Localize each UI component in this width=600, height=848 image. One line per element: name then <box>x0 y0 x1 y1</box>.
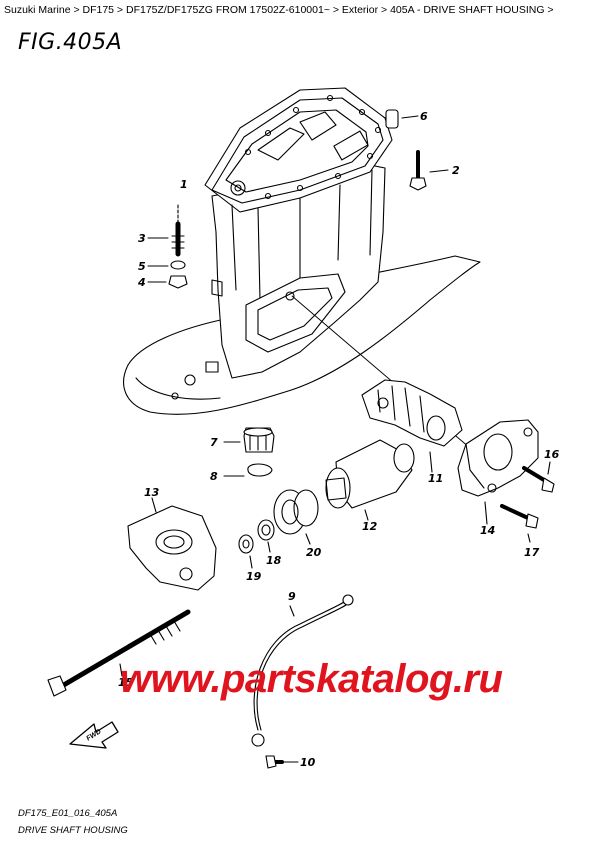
figure-title: FIG.405A <box>18 30 123 55</box>
callout-16: 16 <box>544 448 560 461</box>
breadcrumb-item-variant[interactable]: DF175Z/DF175ZG FROM 17502Z-610001~ <box>125 4 330 16</box>
part-bolt-17 <box>500 504 539 543</box>
part-long-bolt <box>47 609 191 697</box>
part-dowel-pin <box>385 109 419 129</box>
callout-18: 18 <box>266 554 282 567</box>
callout-3: 3 <box>138 232 146 245</box>
callout-4: 4 <box>137 276 146 289</box>
callout-8: 8 <box>210 470 218 483</box>
part-mount-bracket <box>457 419 539 525</box>
callout-2: 2 <box>452 164 460 177</box>
watermark-text: www.partskatalog.ru <box>120 657 503 701</box>
callout-10: 10 <box>300 756 316 769</box>
part-rubber-mount <box>361 379 463 473</box>
part-grommet <box>273 489 319 545</box>
callout-1: 1 <box>180 178 188 191</box>
part-bolt-2 <box>409 150 449 191</box>
breadcrumb-item-brand[interactable]: Suzuki Marine <box>4 4 71 16</box>
breadcrumb-item-model[interactable]: DF175 <box>82 4 115 16</box>
part-drive-shaft-housing <box>123 87 481 415</box>
figure-code: DF175_E01_016_405A <box>18 808 118 819</box>
part-ground-cable <box>251 594 354 747</box>
callout-15: 15 <box>118 676 134 689</box>
callout-13: 13 <box>144 486 160 499</box>
breadcrumb-separator: > <box>329 4 342 16</box>
callout-20: 20 <box>306 546 322 559</box>
breadcrumb-item-group[interactable]: Exterior <box>341 4 379 16</box>
fwd-arrow-icon <box>69 721 119 749</box>
callout-5: 5 <box>138 260 146 273</box>
part-stud <box>147 221 185 257</box>
part-washer-19 <box>238 534 254 569</box>
callout-9: 9 <box>288 590 296 603</box>
callout-7: 7 <box>210 436 218 449</box>
part-cylinder-mount <box>325 439 415 521</box>
part-clip <box>223 463 273 477</box>
figure-caption: DRIVE SHAFT HOUSING <box>18 825 128 836</box>
part-lower-mount-housing <box>127 497 217 591</box>
callout-12: 12 <box>362 520 378 533</box>
part-bolt-16 <box>522 461 555 493</box>
breadcrumb-separator: > <box>378 4 391 16</box>
callout-17: 17 <box>524 546 540 559</box>
breadcrumb-separator: > <box>114 4 126 16</box>
breadcrumb-item-current[interactable]: 405A - DRIVE SHAFT HOUSING <box>390 4 545 16</box>
part-bushing <box>223 427 275 453</box>
part-nut-4 <box>147 275 188 289</box>
part-bolt-10 <box>265 755 299 769</box>
callout-6: 6 <box>420 110 428 123</box>
breadcrumb-trailing: > <box>544 4 554 16</box>
callout-14: 14 <box>480 524 495 537</box>
breadcrumb: Suzuki Marine > DF175 > DF175Z/DF175ZG F… <box>4 4 596 16</box>
part-washer-18 <box>257 519 275 553</box>
breadcrumb-separator: > <box>70 4 83 16</box>
part-washer-5 <box>147 260 186 270</box>
callout-11: 11 <box>428 472 443 485</box>
callout-19: 19 <box>246 570 262 583</box>
